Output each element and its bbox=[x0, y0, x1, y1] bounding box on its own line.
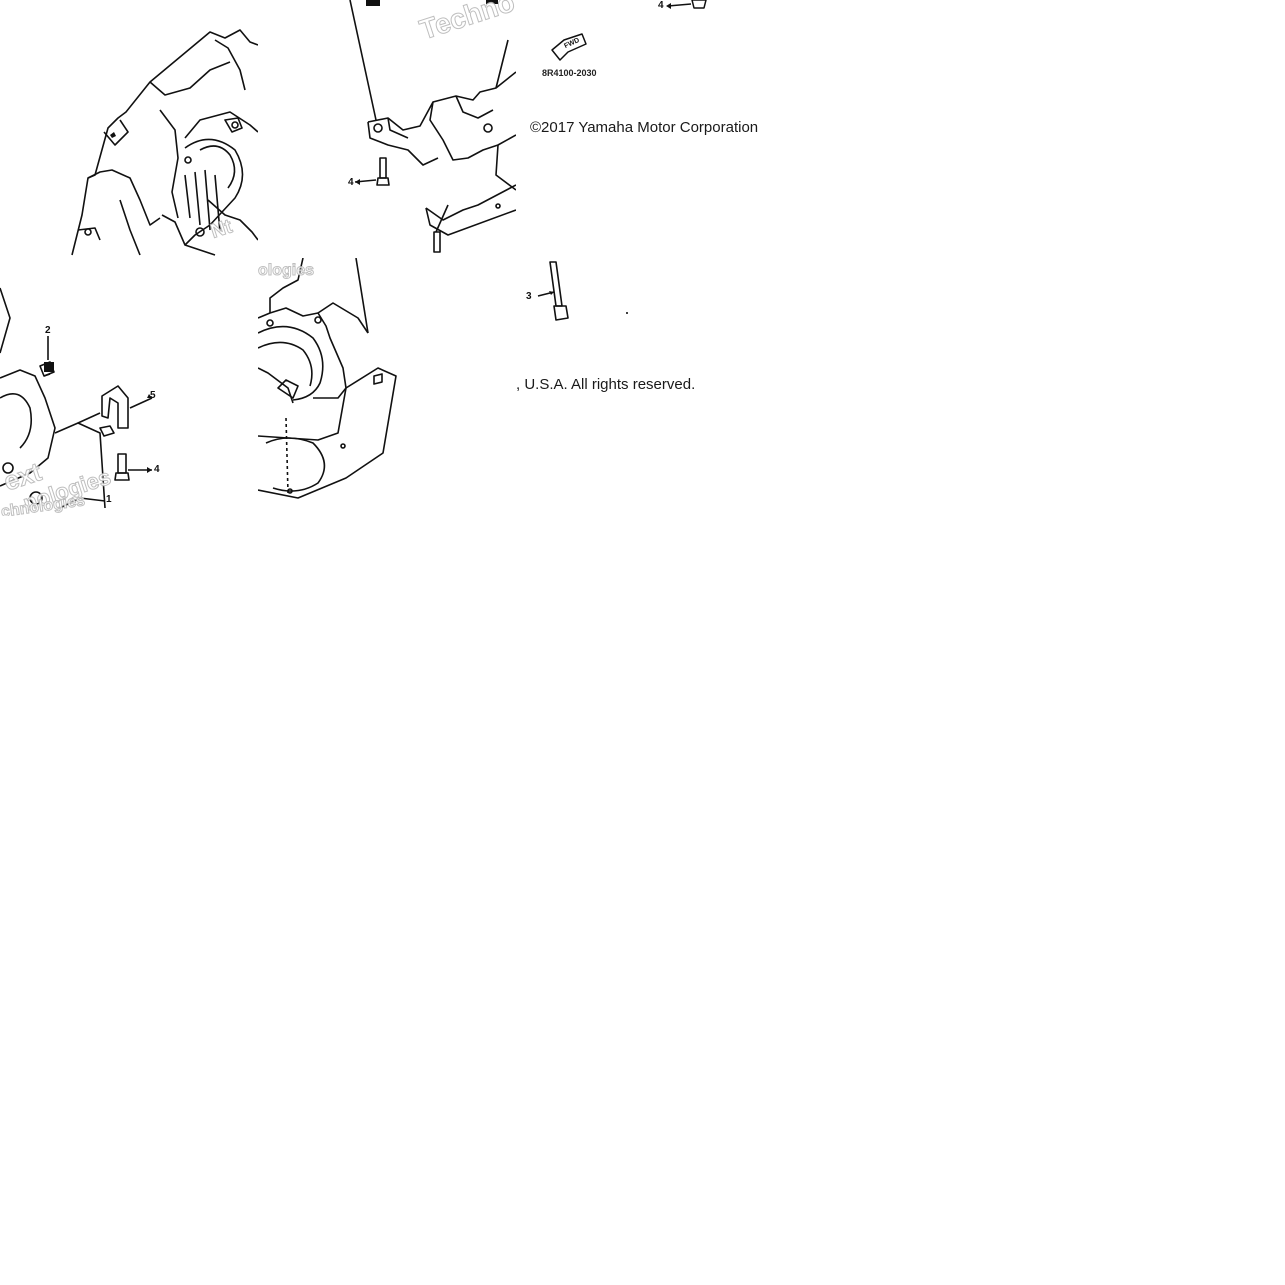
callout-1: 1 bbox=[106, 494, 112, 505]
engine-housing-drawing bbox=[71, 29, 258, 256]
callout-4: 4 bbox=[348, 177, 354, 188]
cylinder-plate-drawing bbox=[258, 258, 397, 499]
diagram-tile-legend-top: FWD 4 8R4100-2030 ©2017 Yamaha Motor Cor… bbox=[516, 0, 774, 258]
callout-2: 2 bbox=[45, 325, 51, 336]
callout-5: 5 bbox=[150, 390, 156, 401]
long-bolt-drawing bbox=[537, 261, 628, 321]
fwd-marker-drawing bbox=[551, 0, 707, 61]
mount-bracket-drawing bbox=[349, 0, 516, 253]
diagram-tile-legend-bottom: 3 , U.S.A. All rights reserved. bbox=[516, 258, 774, 516]
copyright-line-1: ©2017 Yamaha Motor Corporation bbox=[530, 119, 759, 136]
callout-4: 4 bbox=[658, 0, 664, 11]
part-code: 8R4100-2030 bbox=[542, 68, 597, 78]
diagram-tile-engine-housing: Nt bbox=[0, 0, 258, 258]
copyright-line-2: , U.S.A. All rights reserved. bbox=[516, 376, 696, 393]
callout-4: 4 bbox=[154, 464, 160, 475]
watermark-text: ologies bbox=[258, 262, 315, 280]
callout-3: 3 bbox=[526, 291, 532, 302]
clamp-bolts-drawing bbox=[0, 287, 153, 509]
diagram-tile-cylinder-plate: ologies bbox=[258, 258, 516, 516]
fwd-arrow-icon bbox=[551, 33, 587, 61]
diagram-tile-mount-bracket: 4 Techno bbox=[258, 0, 516, 258]
diagram-tile-clamp-bolts: 2 5 4 1 ext nologies chnologies bbox=[0, 258, 258, 516]
